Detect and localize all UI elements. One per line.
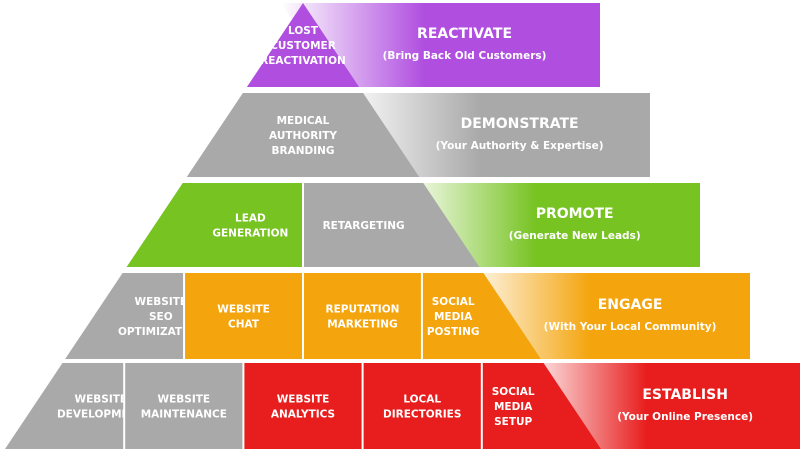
tier-subtitle: (Your Authority & Expertise) [436,140,604,152]
tier-bar-establish [521,363,800,449]
tier-bar-promote [401,183,700,267]
pyramid-block [126,183,303,267]
pyramid-block-label: GENERATION [212,228,288,240]
pyramid-block-label: SEO [149,311,173,323]
pyramid-block-label: REACTIVATION [260,55,346,67]
pyramid-block-label: DIRECTORIES [383,409,461,421]
pyramid-block [186,93,420,177]
pyramid-block-label: RETARGETING [323,220,405,232]
pyramid-block-label: WEBSITE [158,394,211,406]
tier-subtitle: (Generate New Leads) [509,230,641,242]
pyramid-block [304,273,421,359]
pyramid-block [363,363,481,449]
pyramid-block-label: LEAD [235,213,266,225]
tier-title: REACTIVATE [417,26,512,42]
tier-bar-demonstrate [341,93,650,177]
pyramid-block-label: LOST [288,25,319,37]
pyramid-block-label: MARKETING [327,319,397,331]
tier-title: PROMOTE [536,206,614,222]
pyramid-block-label: LOCAL [403,394,441,406]
tier-bar-reactivate [281,3,600,87]
pyramid: LOST CUSTOMER REACTIVATION MEDICAL AUTHORITY… [5,3,601,449]
pyramid-block [5,363,124,449]
pyramid-block [482,363,601,449]
pyramid-block-label: MEDICAL [277,115,330,127]
pyramid-block-label: WEBSITE [75,394,128,406]
tier-bars: REACTIVATE (Bring Back Old Customers) DEMO… [281,3,800,449]
pyramid-block-label: WEBSITE [277,394,330,406]
pyramid-block-label: ANALYTICS [271,409,335,421]
pyramid-block-label: MAINTENANCE [141,409,227,421]
pyramid-block [185,273,302,359]
tier-title: ESTABLISH [642,387,728,403]
pyramid-block-label: BRANDING [271,145,334,157]
pyramid-block-label: POSTING [427,326,480,338]
pyramid-block-label: REPUTATION [326,304,400,316]
pyramid-block-label: SOCIAL [492,386,535,398]
pyramid-block [244,363,362,449]
tier-subtitle: (Your Online Presence) [617,411,753,423]
tier-title: ENGAGE [598,297,663,313]
pyramid-block-label: CUSTOMER [270,40,336,52]
tier-subtitle: (With Your Local Community) [544,321,717,333]
pyramid-block [65,273,184,359]
pyramid-block-label: MEDIA [434,311,473,323]
pyramid-block-label: AUTHORITY [269,130,337,142]
pyramid-block-label: OPTIMIZATION [118,326,204,338]
pyramid-block [422,273,541,359]
pyramid-block-label: SOCIAL [432,296,475,308]
tier-bar-engage [461,273,750,359]
tier-subtitle: (Bring Back Old Customers) [383,50,547,62]
pyramid-block-label: DEVELOPMENT [57,409,146,421]
tier-title: DEMONSTRATE [461,116,579,132]
pyramid-block-label: MEDIA [494,401,533,413]
pyramid-block [304,183,480,267]
pyramid-block-label: WEBSITE [135,296,188,308]
pyramid-block-label: CHAT [228,319,260,331]
pyramid-block-label: SETUP [494,416,532,428]
pyramid-block [246,3,360,87]
pyramid-block [125,363,243,449]
pyramid-block-label: WEBSITE [217,304,270,316]
